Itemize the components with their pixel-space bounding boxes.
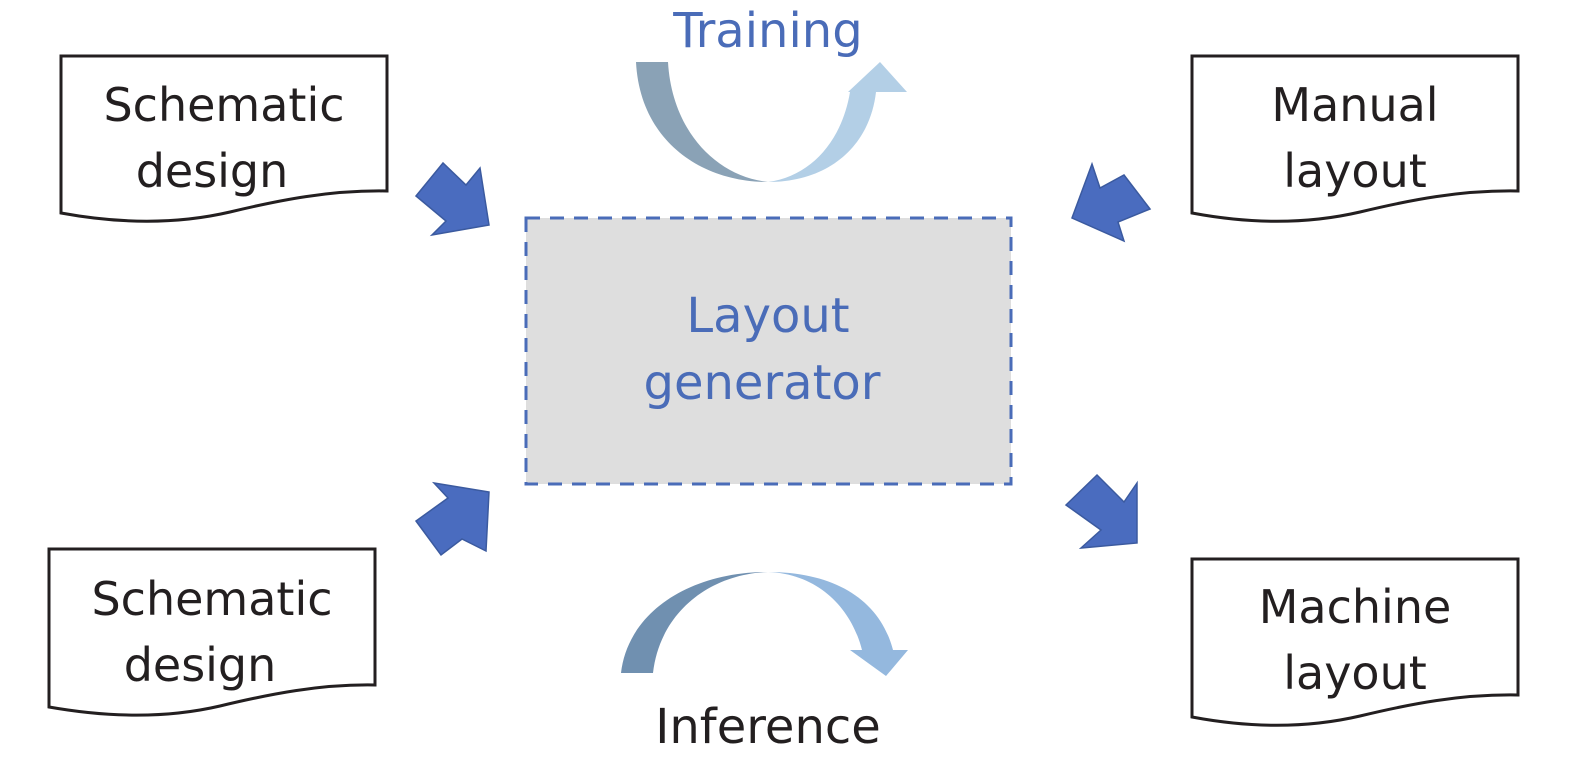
doc-manual-layout: Manual layout (1190, 54, 1520, 223)
arrow-top-right-icon (1071, 161, 1152, 243)
doc-line-1: Manual (1271, 78, 1438, 132)
arrow-top-left-icon (414, 161, 490, 237)
doc-schematic-design-bottom: Schematic design (47, 547, 377, 717)
center-line-2: generator (643, 355, 880, 411)
doc-line-1: Schematic (91, 572, 332, 626)
training-label: Training (672, 3, 862, 59)
doc-machine-layout: Machine layout (1190, 557, 1520, 727)
layout-generator-box: Layout generator (524, 216, 1013, 486)
inference-arrow-icon (621, 572, 908, 676)
doc-line-1: Schematic (103, 78, 344, 132)
doc-line-2: design (124, 638, 277, 692)
arrow-bottom-left-icon (414, 481, 490, 557)
doc-line-2: design (136, 144, 289, 198)
doc-line-1: Machine (1259, 580, 1452, 634)
doc-line-2: layout (1283, 144, 1427, 198)
doc-line-2: layout (1283, 646, 1427, 700)
center-line-1: Layout (686, 288, 849, 344)
doc-schematic-design-top: Schematic design (59, 54, 389, 223)
training-arrow-icon (636, 62, 907, 182)
inference-label: Inference (655, 699, 881, 755)
arrow-bottom-right-icon (1064, 473, 1138, 549)
